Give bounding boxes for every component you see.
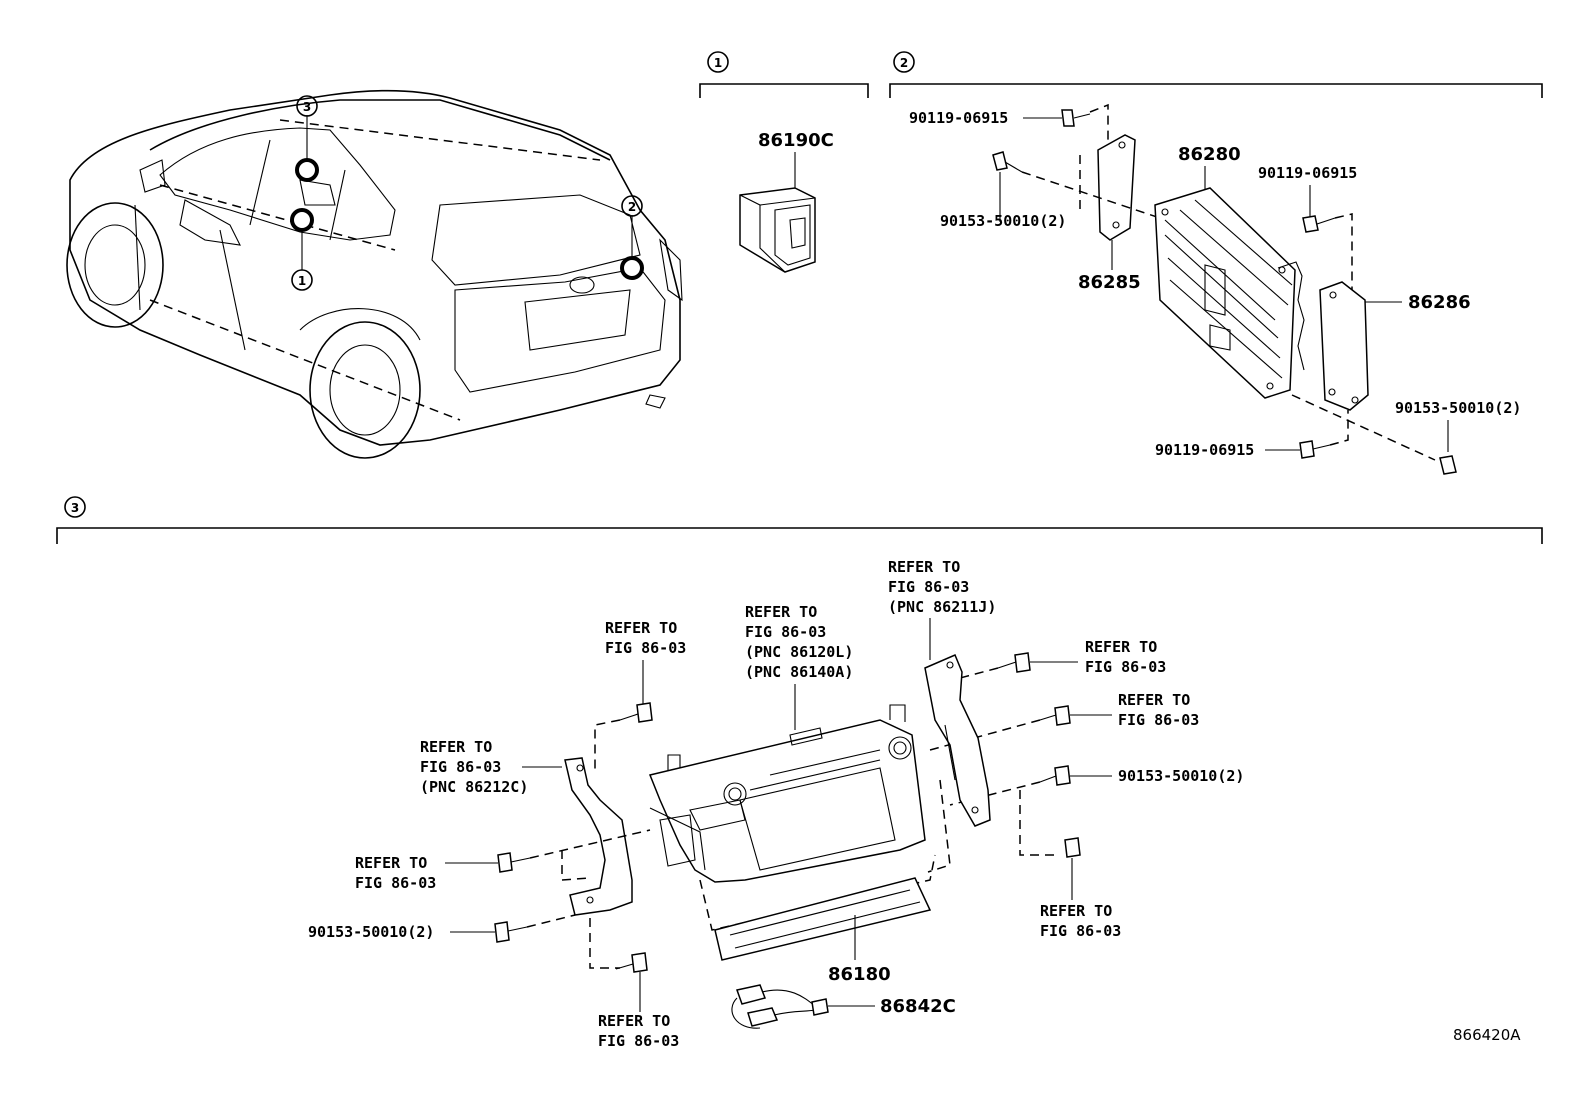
refer-r2-line-2: FIG 86-03 [745,623,826,641]
refer-r3-line-2: FIG 86-03 [605,639,686,657]
part-86842C-label: 86842C [880,996,956,1017]
switch-86190C-drawing [739,187,816,273]
left-bracket [564,757,633,916]
section-3-header: 3 [56,496,1543,544]
refer-r2-line-3: (PNC 86120L) [745,643,853,661]
refer-r1-line-2: FIG 86-03 [888,578,969,596]
head-unit-drawing [648,704,926,883]
bolt-icon [497,852,531,873]
fastener-90153-50010-right: 90153-50010(2) [1395,399,1521,417]
bracket-86286 [1319,281,1369,411]
refer-r1-line-1: REFER TO [888,558,960,576]
bolt-icon [615,952,648,973]
section-1-number: 1 [714,56,722,70]
refer-r4-line-1: REFER TO [1085,638,1157,656]
refer-r7-line-2: FIG 86-03 [355,874,436,892]
fastener-90153-50010-section3-left: 90153-50010(2) [308,923,434,941]
part-86285-label: 86285 [1078,272,1141,293]
refer-r6-line-2: FIG 86-03 [420,758,501,776]
refer-r5-line-2: FIG 86-03 [1118,711,1199,729]
refer-r6-line-1: REFER TO [420,738,492,756]
section-2-parts: 90119-06915 86285 90153-50010(2) 86280 [909,103,1521,475]
bolt-icon [1299,440,1331,459]
bolt-icon [1064,837,1081,858]
bolt-icon [494,921,528,943]
refer-r6-line-3: (PNC 86212C) [420,778,528,796]
bracket-86285 [1097,134,1136,241]
section-1-header: 1 [699,51,869,98]
refer-r5-line-1: REFER TO [1118,691,1190,709]
figure-code: 866420A [1453,1026,1521,1044]
part-86280-label: 86280 [1178,144,1241,165]
section-1-parts: 86190C [739,130,834,273]
fastener-90119-06915-top-left: 90119-06915 [909,109,1008,127]
refer-r2-line-1: REFER TO [745,603,817,621]
refer-r8-line-1: REFER TO [598,1012,670,1030]
part-86190C-label: 86190C [758,130,834,151]
refer-r4-line-2: FIG 86-03 [1085,658,1166,676]
refer-r1-line-3: (PNC 86211J) [888,598,996,616]
section-3-parts: REFER TO FIG 86-03 (PNC 86211J) REFER TO… [308,558,1244,1050]
amplifier-86280-drawing [1154,187,1305,399]
section-3-number: 3 [71,501,79,515]
fastener-90153-50010-section3-right: 90153-50010(2) [1118,767,1244,785]
car-callout-1: 1 [298,274,306,288]
bolt-icon [997,652,1031,673]
fastener-90153-50010-left: 90153-50010(2) [940,212,1066,230]
bolt-icon [1061,109,1091,127]
car-callout-2: 2 [628,200,636,214]
section-2-header: 2 [889,51,1543,98]
refer-r9-line-1: REFER TO [1040,902,1112,920]
bolt-icon [1039,705,1071,726]
vehicle-illustration: 3 2 1 [66,89,683,459]
refer-r9-line-2: FIG 86-03 [1040,922,1121,940]
section-2-number: 2 [900,56,908,70]
bolt-icon [619,702,653,723]
refer-r8-line-2: FIG 86-03 [598,1032,679,1050]
part-86286-label: 86286 [1408,292,1471,313]
cable-86842C-drawing [731,984,829,1029]
refer-r7-line-1: REFER TO [355,854,427,872]
tray-86180-drawing [714,877,932,961]
refer-r3-line-1: REFER TO [605,619,677,637]
fastener-90119-06915-bottom: 90119-06915 [1155,441,1254,459]
bolt-icon [1439,455,1457,475]
bolt-icon [1039,765,1071,786]
bolt-icon [1302,215,1336,233]
bolt-icon [992,151,1023,173]
right-bracket [924,654,991,827]
car-callout-3: 3 [303,100,311,114]
refer-r2-line-4: (PNC 86140A) [745,663,853,681]
part-86180-label: 86180 [828,964,891,985]
fastener-90119-06915-top-right: 90119-06915 [1258,164,1357,182]
